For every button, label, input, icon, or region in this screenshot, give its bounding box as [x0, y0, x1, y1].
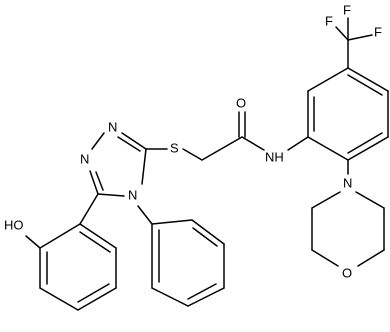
- atom-f-right: F: [374, 24, 382, 39]
- atom-triazole-n2: N: [80, 151, 89, 166]
- ring-bond: [311, 249, 339, 267]
- bond-triazole-aryl: [79, 193, 99, 225]
- ring-bond: [357, 249, 385, 267]
- amide-linkage: O NH: [182, 95, 309, 164]
- ring-bond: [347, 67, 389, 92]
- morpholine-ring: N O: [311, 159, 385, 280]
- bond-ch2-s: [182, 148, 203, 161]
- atom-sulfur: S: [170, 140, 179, 155]
- ring-bond: [307, 136, 349, 161]
- ring-bond: [79, 223, 117, 249]
- ring-bond: [89, 170, 99, 195]
- atom-f-left: F: [325, 13, 333, 28]
- ring-bond: [141, 148, 147, 185]
- atom-morpholine-n: N: [343, 175, 352, 190]
- ring-bond: [91, 132, 105, 150]
- bond-carbonyl-ch2: [201, 136, 243, 161]
- ring-bond: [347, 136, 389, 161]
- ring-double-bond: [347, 74, 383, 96]
- atom-amide-nh: NH: [265, 149, 284, 164]
- ring-bond: [39, 223, 81, 249]
- trifluoromethyl-group: F F F: [325, 2, 382, 69]
- atom-hydroxyl: HO: [4, 217, 24, 232]
- atom-triazole-n1: N: [108, 119, 117, 134]
- anilide-benzene-ring: [307, 67, 389, 161]
- ring-bond: [355, 191, 385, 209]
- ring-bond: [97, 193, 125, 197]
- thioether: S: [145, 140, 179, 155]
- bond-n-aryl: [287, 136, 309, 151]
- ring-bond: [307, 67, 349, 92]
- ring-bond: [121, 132, 147, 150]
- ring-bond: [77, 287, 117, 311]
- ring-bond: [151, 219, 193, 225]
- bond-n-phenyl: [137, 205, 153, 225]
- ring-double-bond: [187, 283, 217, 300]
- bond-n-carbonyl: [241, 136, 265, 151]
- ring-double-bond: [192, 227, 218, 247]
- ring-double-bond: [117, 136, 141, 152]
- n-phenyl-ring: [137, 205, 225, 307]
- atom-f-top: F: [343, 2, 351, 17]
- ring-bond: [39, 287, 79, 311]
- ring-bond: [151, 287, 189, 307]
- triazole-ring: N N N: [80, 119, 147, 202]
- ring-bond: [311, 191, 341, 209]
- ring-double-bond: [347, 132, 383, 154]
- atom-morpholine-o: O: [342, 265, 352, 280]
- bond-c-f-left: [335, 26, 349, 41]
- ring-double-bond: [77, 283, 110, 303]
- hydroxyphenyl-ring: HO: [4, 193, 117, 311]
- ring-bond: [187, 287, 225, 307]
- ring-bond: [191, 219, 225, 245]
- atom-triazole-n4: N: [128, 187, 137, 202]
- atom-carbonyl-oxygen: O: [236, 95, 246, 110]
- ring-double-bond: [79, 231, 111, 253]
- bond-c-oh: [25, 235, 41, 249]
- bond-c-f-right: [347, 34, 373, 41]
- ring-double-bond: [95, 171, 104, 191]
